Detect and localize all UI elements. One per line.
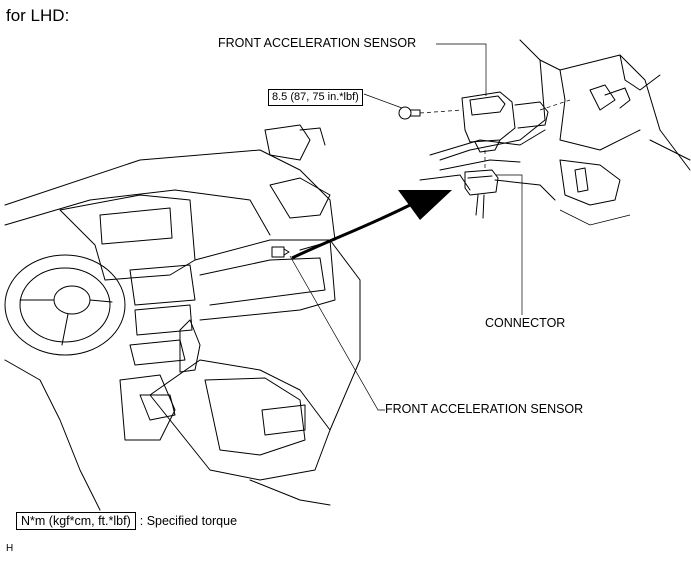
- dashboard-outline: [4, 124, 361, 511]
- torque-spec-box: 8.5 (87, 75 in.*lbf): [268, 89, 363, 106]
- connector-label: CONNECTOR: [485, 316, 566, 330]
- sensor-location-marker: [271, 246, 290, 258]
- connector-zoom: [464, 169, 499, 219]
- front-acceleration-sensor-label-bottom: FRONT ACCELERATION SENSOR: [385, 402, 584, 416]
- torque-legend: N*m (kgf*cm, ft.*lbf): Specified torque: [16, 512, 237, 530]
- bolt: [398, 106, 421, 120]
- front-acceleration-sensor-zoom: [461, 91, 549, 153]
- figure-code: H: [6, 543, 14, 554]
- front-acceleration-sensor-label-top: FRONT ACCELERATION SENSOR: [218, 36, 417, 50]
- leader-lines: [289, 43, 523, 411]
- steering-wheel: [4, 254, 126, 356]
- bolt-guide-line: [419, 109, 463, 114]
- mount-guide-line: [539, 99, 571, 111]
- legend-description: : Specified torque: [139, 514, 238, 528]
- zoom-arrow: [291, 190, 452, 260]
- page-heading: for LHD:: [6, 6, 70, 25]
- body-structure: [419, 39, 691, 226]
- legend-unit-box: N*m (kgf*cm, ft.*lbf): [16, 512, 136, 530]
